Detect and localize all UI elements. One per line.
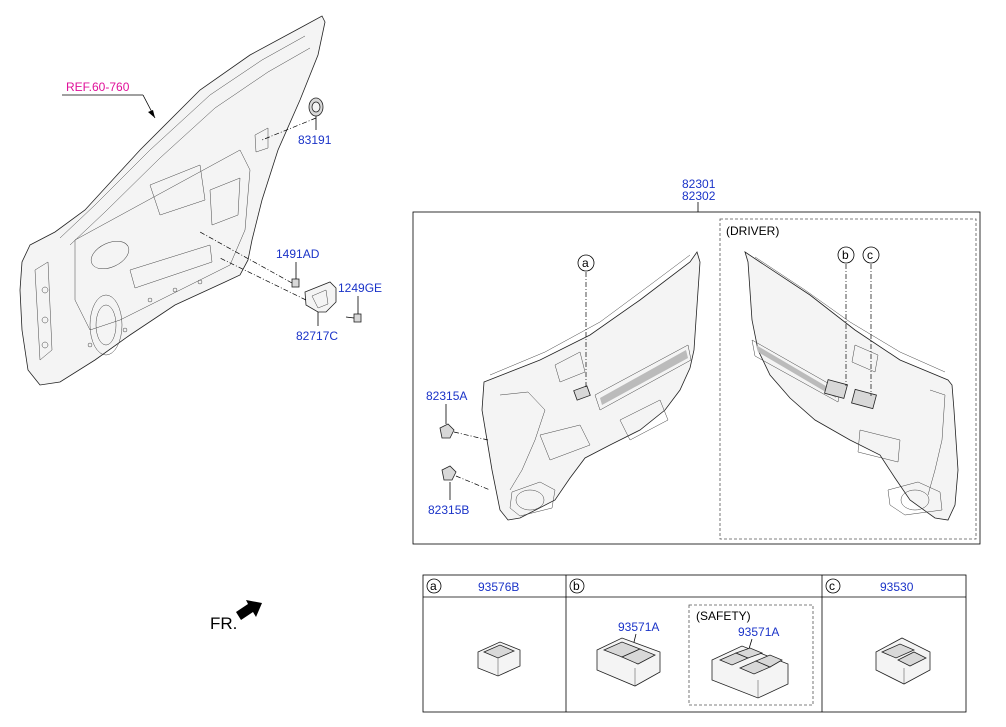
table-part-93576b[interactable]: 93576B xyxy=(478,580,519,594)
bracket-82717c xyxy=(304,281,337,313)
switch-93576b xyxy=(477,641,521,677)
switch-table xyxy=(422,574,967,713)
callout-a-circle xyxy=(577,254,595,272)
part-label-1491ad[interactable]: 1491AD xyxy=(276,247,320,261)
trim-panel-driver xyxy=(744,251,959,521)
table-a-circle xyxy=(426,578,442,594)
clip-1491ad xyxy=(291,278,300,288)
grommet-83191 xyxy=(308,97,324,117)
part-label-1249ge[interactable]: 1249GE xyxy=(338,281,382,295)
clip-82315b xyxy=(441,465,457,481)
clip-82315a xyxy=(439,423,455,439)
ref-label[interactable]: REF.60-760 xyxy=(66,80,130,94)
callout-b-circle xyxy=(837,246,855,264)
callout-c: c xyxy=(867,248,873,262)
callout-c-circle xyxy=(862,246,880,264)
table-letter-a: a xyxy=(430,579,437,593)
table-part-93571a-safety[interactable]: 93571A xyxy=(738,625,779,639)
table-c-circle xyxy=(825,578,841,594)
part-label-82315b[interactable]: 82315B xyxy=(428,503,469,517)
driver-trim-frame xyxy=(719,218,977,540)
switch-93530 xyxy=(875,637,931,685)
leader-82315b-dash xyxy=(455,475,491,491)
part-label-82301[interactable]: 82301 xyxy=(682,177,716,191)
safety-label: (SAFETY) xyxy=(696,609,751,623)
table-letter-b: b xyxy=(573,579,580,593)
leader-82717c-dash xyxy=(219,257,307,301)
front-direction-label: FR. xyxy=(210,614,237,633)
table-part-93571a[interactable]: 93571A xyxy=(618,620,659,634)
leader-82315a-dash xyxy=(453,431,489,441)
part-label-82717c[interactable]: 82717C xyxy=(296,329,338,343)
trim-panel-passenger xyxy=(481,251,701,521)
part-label-82302[interactable]: 82302 xyxy=(682,189,716,203)
table-b-circle xyxy=(569,578,585,594)
part-label-82315a[interactable]: 82315A xyxy=(426,389,467,403)
ref-arrow-icon xyxy=(148,110,155,118)
bolt-1249ge xyxy=(345,313,362,323)
table-letter-c: c xyxy=(829,579,835,593)
door-inner-panel xyxy=(19,15,326,386)
leader-1491ad-dash xyxy=(199,231,293,284)
part-label-83191[interactable]: 83191 xyxy=(298,133,332,147)
switch-93571a xyxy=(596,637,661,687)
driver-label: (DRIVER) xyxy=(726,224,779,238)
front-arrow-icon xyxy=(236,600,262,620)
table-part-93530[interactable]: 93530 xyxy=(880,580,914,594)
callout-b: b xyxy=(842,248,849,262)
safety-frame xyxy=(688,604,814,706)
switch-93571a-safety xyxy=(711,645,789,699)
trim-assembly-frame xyxy=(412,211,981,545)
callout-a: a xyxy=(582,256,589,270)
